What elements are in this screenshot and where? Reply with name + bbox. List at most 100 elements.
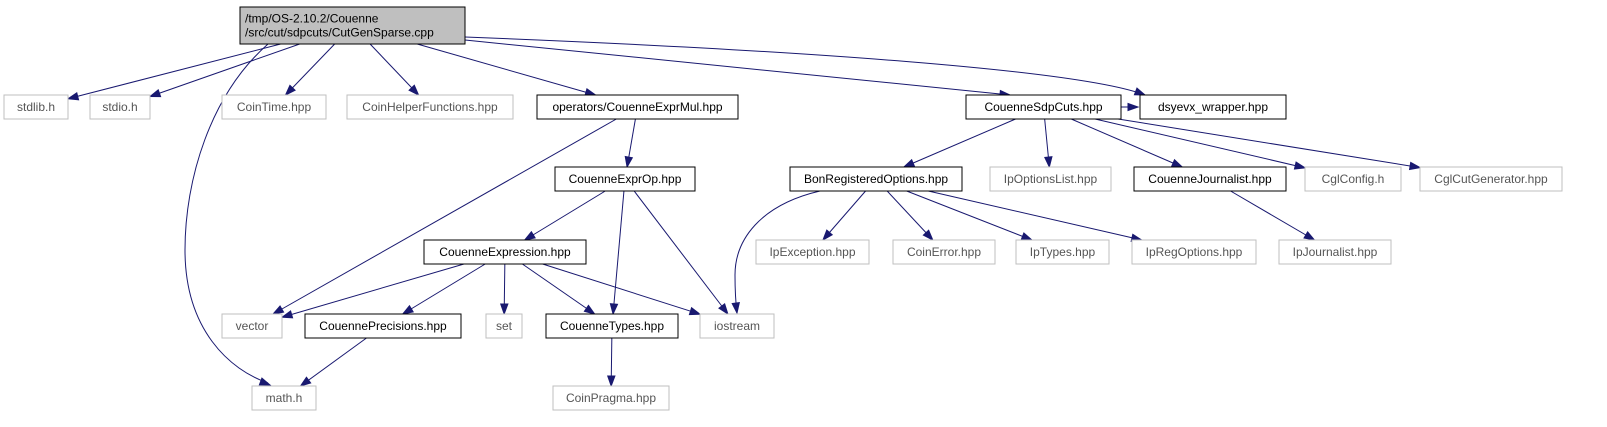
edge-root-to-stdlib (66, 43, 281, 101)
node-exprmul[interactable]: operators/CouenneExprMul.hpp (536, 94, 739, 120)
node-exprop-label: CouenneExprOp.hpp (569, 172, 682, 186)
node-stdlib-box (3, 94, 69, 120)
node-cglcutgen-box (1419, 166, 1563, 192)
node-root[interactable]: /tmp/OS-2.10.2/Couenne/src/cut/sdpcuts/C… (239, 6, 466, 45)
node-coinpragma: CoinPragma.hpp (552, 385, 670, 411)
node-coinhelper: CoinHelperFunctions.hpp (346, 94, 514, 120)
edge-exprmul-to-vector (271, 118, 617, 315)
node-stdio-label: stdio.h (102, 100, 137, 114)
edge-sdpcuts-to-ipoptlist (1044, 118, 1053, 169)
node-coinerror-box (892, 239, 996, 265)
edge-bonreg-to-ipexception (821, 190, 866, 242)
node-cglcutgen: CglCutGenerator.hpp (1419, 166, 1563, 192)
node-cglconfig-box (1304, 166, 1402, 192)
node-expression-label: CouenneExpression.hpp (439, 245, 571, 259)
node-ipjournalist: IpJournalist.hpp (1278, 239, 1392, 265)
edge-root-to-coinhelper (369, 43, 420, 97)
edge-journalist-to-ipjournalist (1230, 190, 1316, 241)
node-precisions-box (304, 313, 462, 339)
node-math: math.h (251, 385, 317, 411)
node-ipexception-box (755, 239, 870, 265)
node-set: set (485, 313, 523, 339)
node-cointime: CoinTime.hpp (221, 94, 327, 120)
edge-precisions-to-math (299, 337, 367, 387)
node-vector: vector (221, 313, 283, 339)
node-bonreg-label: BonRegisteredOptions.hpp (804, 172, 948, 186)
edge-sdpcuts-to-bonreg (902, 118, 1016, 168)
node-sdpcuts-box (965, 94, 1122, 120)
node-expression-box (423, 239, 587, 265)
node-cglcutgen-label: CglCutGenerator.hpp (1434, 172, 1548, 186)
node-journalist-label: CouenneJournalist.hpp (1148, 172, 1272, 186)
node-dsyevx[interactable]: dsyevx_wrapper.hpp (1139, 94, 1287, 120)
node-ipjournalist-box (1278, 239, 1392, 265)
node-stdio-box (89, 94, 151, 120)
node-root-label: /src/cut/sdpcuts/CutGenSparse.cpp (245, 26, 434, 40)
edge-exprop-to-expression (523, 190, 606, 241)
node-coinerror: CoinError.hpp (892, 239, 996, 265)
node-math-label: math.h (266, 391, 303, 405)
node-ipoptlist: IpOptionsList.hpp (989, 166, 1112, 192)
node-sdpcuts[interactable]: CouenneSdpCuts.hpp (965, 94, 1122, 120)
node-cglconfig: CglConfig.h (1304, 166, 1402, 192)
edge-types-to-coinpragma (607, 337, 616, 388)
node-journalist[interactable]: CouenneJournalist.hpp (1133, 166, 1287, 192)
node-precisions-label: CouennePrecisions.hpp (319, 319, 447, 333)
node-ipoptlist-box (989, 166, 1112, 192)
node-set-label: set (496, 319, 513, 333)
node-ipregoptions-box (1131, 239, 1257, 265)
node-exprmul-label: operators/CouenneExprMul.hpp (552, 100, 722, 114)
node-cglconfig-label: CglConfig.h (1322, 172, 1385, 186)
edge-exprmul-to-exprop (624, 118, 636, 169)
node-iptypes-label: IpTypes.hpp (1030, 245, 1096, 259)
edges-layer (66, 36, 1422, 388)
node-coinerror-label: CoinError.hpp (907, 245, 981, 259)
node-stdio: stdio.h (89, 94, 151, 120)
edge-root-to-dsyevx (464, 36, 1147, 96)
edge-bonreg-to-coinerror (886, 190, 934, 242)
node-bonreg-box (789, 166, 963, 192)
node-root-box (239, 6, 466, 45)
node-coinhelper-box (346, 94, 514, 120)
edge-root-to-stdio (148, 43, 300, 98)
edge-root-to-exprmul (417, 43, 597, 97)
edge-sdpcuts-to-dsyevx (1121, 102, 1140, 112)
node-sdpcuts-label: CouenneSdpCuts.hpp (984, 100, 1102, 114)
node-vector-label: vector (236, 319, 269, 333)
node-ipjournalist-label: IpJournalist.hpp (1293, 245, 1378, 259)
edge-sdpcuts-to-cglcutgen (1118, 118, 1422, 171)
edge-sdpcuts-to-cglconfig (1094, 118, 1307, 170)
node-journalist-box (1133, 166, 1287, 192)
edge-bonreg-to-ipregoptions (928, 190, 1144, 242)
edge-expression-to-vector (280, 263, 465, 319)
node-types[interactable]: CouenneTypes.hpp (545, 313, 679, 339)
node-ipregoptions-label: IpRegOptions.hpp (1146, 245, 1243, 259)
node-ipexception-label: IpException.hpp (769, 245, 855, 259)
node-bonreg[interactable]: BonRegisteredOptions.hpp (789, 166, 963, 192)
node-coinpragma-label: CoinPragma.hpp (566, 391, 656, 405)
node-iostream-box (699, 313, 775, 339)
edge-expression-to-iostream (542, 263, 702, 316)
node-math-box (251, 385, 317, 411)
node-dsyevx-label: dsyevx_wrapper.hpp (1158, 100, 1268, 114)
node-iostream: iostream (699, 313, 775, 339)
node-expression[interactable]: CouenneExpression.hpp (423, 239, 587, 265)
node-types-box (545, 313, 679, 339)
node-exprmul-box (536, 94, 739, 120)
node-ipregoptions: IpRegOptions.hpp (1131, 239, 1257, 265)
node-coinhelper-label: CoinHelperFunctions.hpp (362, 100, 498, 114)
edge-expression-to-types (522, 263, 596, 315)
node-exprop[interactable]: CouenneExprOp.hpp (554, 166, 696, 192)
node-ipoptlist-label: IpOptionsList.hpp (1004, 172, 1098, 186)
node-vector-box (221, 313, 283, 339)
edge-root-to-sdpcuts (464, 39, 1012, 99)
node-stdlib: stdlib.h (3, 94, 69, 120)
node-cointime-label: CoinTime.hpp (237, 100, 312, 114)
edge-expression-to-precisions (401, 263, 486, 315)
node-root-label: /tmp/OS-2.10.2/Couenne (245, 12, 379, 26)
edge-exprop-to-types (609, 190, 625, 316)
node-precisions[interactable]: CouennePrecisions.hpp (304, 313, 462, 339)
node-ipexception: IpException.hpp (755, 239, 870, 265)
edge-expression-to-set (499, 263, 509, 316)
